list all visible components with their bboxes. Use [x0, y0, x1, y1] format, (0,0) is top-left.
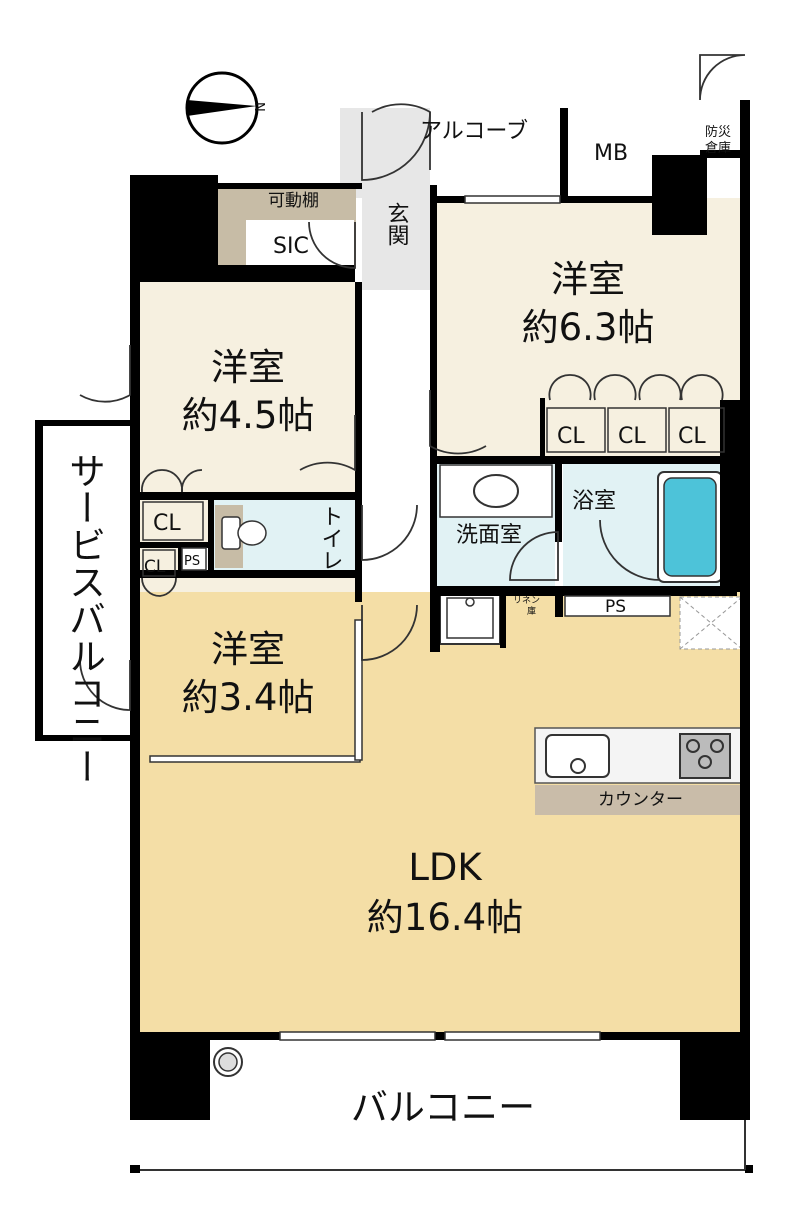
- bath-label: 浴室: [572, 489, 616, 514]
- sink-icon: [545, 734, 610, 778]
- cl-label-a3: CL: [678, 424, 706, 449]
- sic-label: SIC: [273, 234, 309, 259]
- stove-icon: [679, 733, 731, 779]
- cl-floor-west-a: [545, 405, 727, 450]
- western-b-floor: [140, 282, 355, 492]
- western-a-size: 約6.3帖: [522, 306, 655, 349]
- western-b-title: 洋室: [211, 346, 285, 389]
- linen-label-2: 庫: [527, 605, 536, 617]
- washroom-label: 洗面室: [456, 523, 522, 548]
- ps-label: PS: [605, 597, 626, 617]
- washing-machine-icon: [439, 591, 501, 645]
- cl-label-c: CL: [144, 557, 166, 577]
- linen-label-1: リネン: [513, 595, 540, 606]
- balcony-label: バルコニー: [351, 1086, 535, 1129]
- door-swing-icon: [79, 54, 746, 711]
- compass-north-icon: N: [185, 71, 266, 145]
- hall-floor: [362, 290, 430, 590]
- ldk-title: LDK: [408, 846, 483, 889]
- cl-label-b: CL: [153, 511, 181, 536]
- windows: [149, 195, 671, 1041]
- pipe-icon: [213, 1047, 243, 1077]
- entrance-label: 玄関: [384, 202, 409, 246]
- counter-bar: [535, 785, 745, 815]
- compass-label: N: [251, 102, 266, 112]
- western-b-size: 約4.5帖: [182, 394, 315, 437]
- disaster-storage-label-1: 防災: [705, 124, 731, 140]
- western-a-title: 洋室: [551, 258, 625, 301]
- cl-floor-west-b: [140, 500, 208, 542]
- closet-frames: [142, 407, 725, 577]
- ps-label-small: PS: [184, 554, 200, 569]
- cl-label-a2: CL: [618, 424, 646, 449]
- sic-inner: [246, 220, 354, 268]
- toilet-icon: [221, 516, 267, 550]
- western-c-size: 約3.4帖: [182, 676, 315, 719]
- alcove-area: [430, 108, 565, 196]
- mb-label: MB: [594, 141, 628, 166]
- cl-label-a1: CL: [557, 424, 585, 449]
- ldk-hall-link: [362, 592, 437, 762]
- service-balcony-label: サービスバルコニー: [63, 452, 106, 785]
- washbasin-icon: [439, 464, 553, 518]
- entrance-floor: [362, 185, 430, 290]
- ldk-size: 約16.4帖: [367, 896, 523, 939]
- movable-shelf-label: 可動棚: [268, 191, 319, 211]
- bathtub-icon: [657, 471, 723, 583]
- skylight-void: [679, 596, 743, 650]
- alcove-label: アルコーブ: [420, 119, 528, 144]
- disaster-storage-label-2: 倉庫: [705, 141, 731, 156]
- toilet-label: トイレ: [318, 505, 343, 571]
- counter-label: カウンター: [598, 790, 683, 810]
- western-c-title: 洋室: [211, 628, 285, 671]
